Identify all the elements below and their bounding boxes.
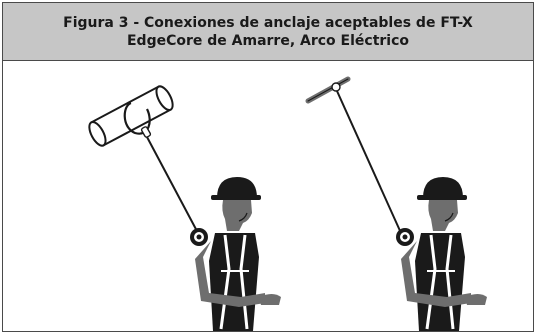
figure-title-line-2: EdgeCore de Amarre, Arco Eléctrico xyxy=(126,32,410,49)
worker-figure xyxy=(190,177,281,331)
pipe-anchor-scene xyxy=(88,85,281,331)
figure-title-line-1: Figura 3 - Conexiones de anclaje aceptab… xyxy=(63,14,473,31)
pipe-icon xyxy=(88,85,174,147)
figure-header: Figura 3 - Conexiones de anclaje aceptab… xyxy=(3,3,533,61)
lanyard-line xyxy=(146,136,199,234)
beam-edge-icon xyxy=(305,76,351,104)
lanyard-line-right xyxy=(336,90,402,234)
worker-figure-right xyxy=(396,177,487,331)
beam-anchor-scene xyxy=(305,76,487,331)
anchor-illustration xyxy=(88,76,487,331)
